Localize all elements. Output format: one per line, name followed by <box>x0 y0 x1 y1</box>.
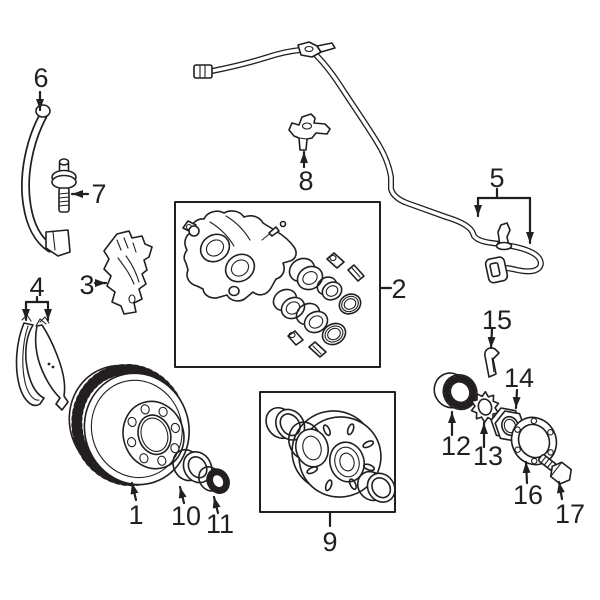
callout-1: 1 <box>128 500 143 530</box>
lock-washer-illustration-13 <box>470 390 500 424</box>
callout-16: 16 <box>513 480 543 510</box>
caliper-illustration <box>182 210 297 302</box>
hub-illustration <box>265 406 396 503</box>
callout-13: 13 <box>473 441 503 471</box>
callout-4: 4 <box>29 272 44 302</box>
hose-end-cap <box>35 104 51 118</box>
callout-15: 15 <box>482 305 512 335</box>
brake-pads-illustration-4 <box>15 314 69 411</box>
seal-illustration-10 <box>172 448 213 484</box>
callout-7: 7 <box>91 179 106 209</box>
brake-line-illustration-5 <box>193 41 544 284</box>
key-illustration-15 <box>484 347 500 378</box>
callout-2: 2 <box>391 274 406 304</box>
bearing-illustration-12 <box>433 372 478 411</box>
hose-bottom-fitting <box>45 229 71 257</box>
hub-box-9 <box>259 391 396 513</box>
hose-illustration-6 <box>20 104 71 257</box>
callout-labels: 1 2 3 4 5 6 7 8 9 10 11 12 13 14 15 16 1… <box>29 63 585 557</box>
caliper-box-2 <box>174 201 381 368</box>
callout-8: 8 <box>298 166 313 196</box>
bolt-illustration-7 <box>51 158 77 213</box>
leader-arrows <box>22 90 565 528</box>
sensor-illustration-8 <box>288 113 331 151</box>
callout-9: 9 <box>322 527 337 557</box>
callout-5: 5 <box>489 163 504 193</box>
callout-6: 6 <box>33 63 48 93</box>
callout-17: 17 <box>555 499 585 529</box>
bleeder-screw <box>268 226 280 237</box>
callout-12: 12 <box>441 431 471 461</box>
callout-14: 14 <box>504 363 534 393</box>
tube-clip <box>297 41 322 58</box>
bracket-illustration-3 <box>103 230 153 315</box>
gasket-illustration-16 <box>510 416 558 466</box>
callout-11: 11 <box>206 509 234 539</box>
bearing-illustration-11 <box>198 466 230 494</box>
piston-set-illustration <box>272 252 365 358</box>
tube-end-fitting <box>193 64 213 79</box>
hub-rear-ring <box>356 470 396 503</box>
rotor-illustration-1 <box>68 363 190 487</box>
hose-connector <box>484 256 509 284</box>
callout-3: 3 <box>79 270 94 300</box>
callout-10: 10 <box>171 501 201 531</box>
